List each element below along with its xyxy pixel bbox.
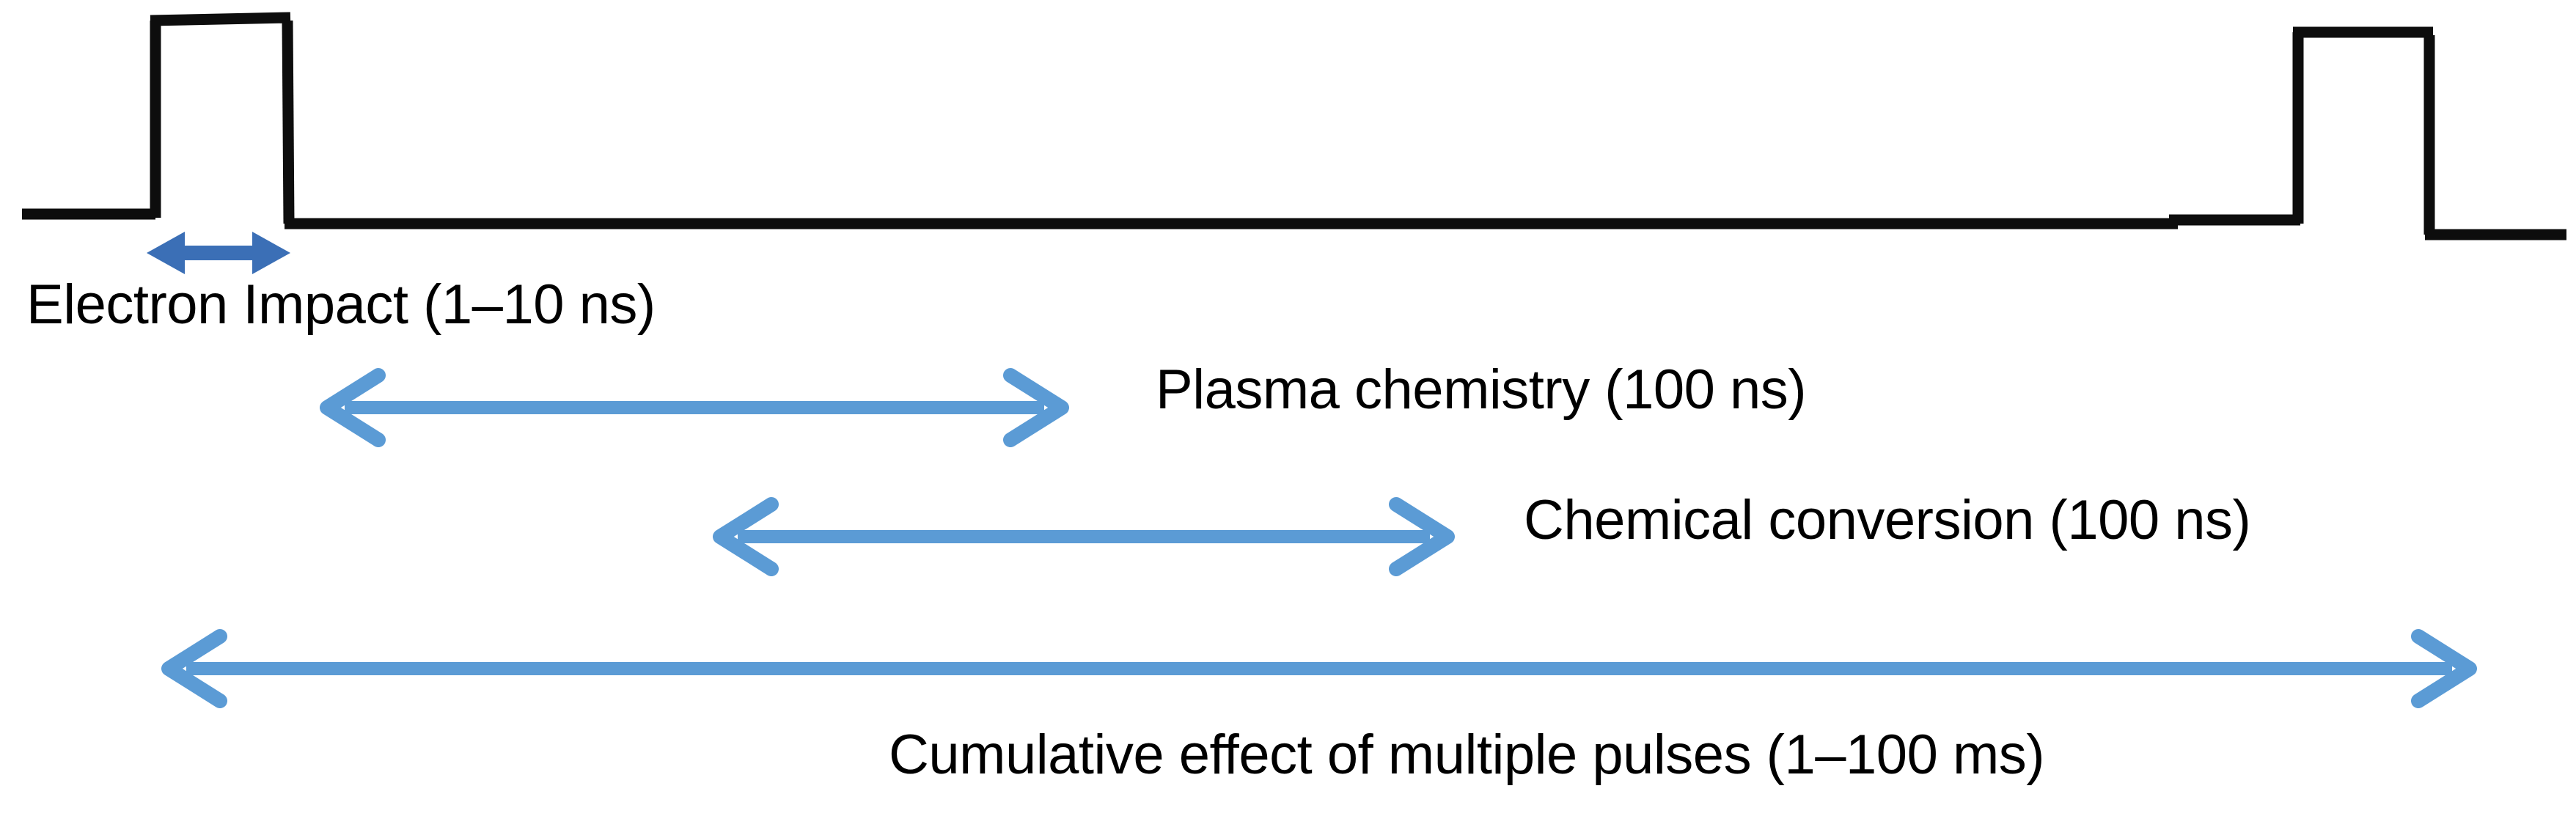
waveform-pulse-1-falling-edge bbox=[282, 20, 295, 224]
plasma-chemistry-arrow bbox=[320, 368, 1069, 447]
waveform-pulse-1-top bbox=[150, 12, 291, 26]
cumulative-effect-label: Cumulative effect of multiple pulses (1–… bbox=[889, 724, 2045, 786]
voltage-pulse-train bbox=[22, 12, 2566, 240]
electron-impact-arrow-shaft bbox=[176, 246, 261, 260]
chemical-conversion-arrow bbox=[713, 497, 1455, 576]
cumulative-effect-arrow bbox=[161, 629, 2477, 708]
cumulative-effect-arrow-head-left bbox=[161, 629, 227, 708]
cumulative-effect-arrow-head-right bbox=[2411, 629, 2477, 708]
electron-impact-arrow bbox=[147, 232, 290, 274]
electron-impact-arrow-head-left bbox=[147, 232, 185, 274]
electron-impact-arrow-head-right bbox=[252, 232, 290, 274]
electron-impact-label: Electron Impact (1–10 ns) bbox=[26, 273, 656, 336]
plasma-chemistry-label: Plasma chemistry (100 ns) bbox=[1156, 359, 1807, 421]
plasma-chemistry-arrow-head-right bbox=[1003, 368, 1069, 447]
chemical-conversion-arrow-head-left bbox=[713, 497, 779, 576]
plasma-chemistry-arrow-head-left bbox=[320, 368, 386, 447]
chemical-conversion-arrow-head-right bbox=[1389, 497, 1455, 576]
chemical-conversion-label: Chemical conversion (100 ns) bbox=[1524, 489, 2251, 551]
